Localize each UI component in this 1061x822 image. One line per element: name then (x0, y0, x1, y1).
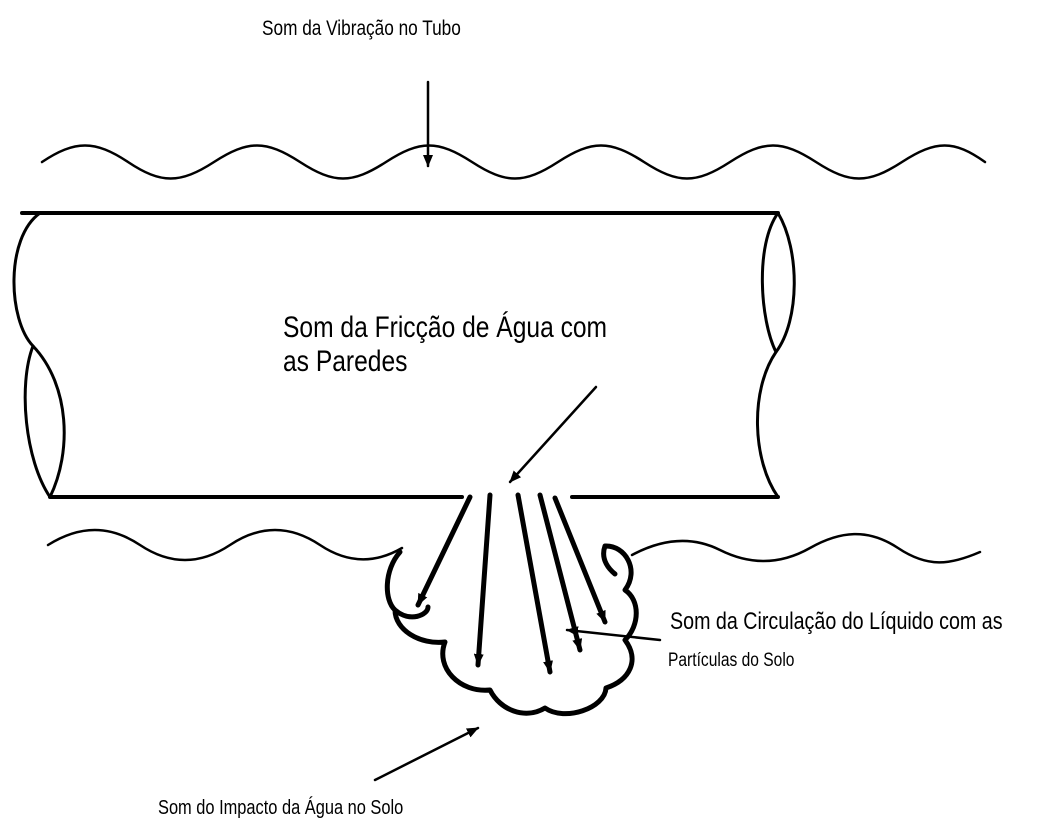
label-water-friction: Som da Fricção de Água com as Paredes (283, 311, 607, 379)
top-vibration-wave (40, 144, 987, 180)
leak-jet-arrow-1 (415, 494, 473, 608)
bottom-vibration-wave-right (630, 532, 982, 564)
arrow-water-friction (508, 385, 598, 484)
label-liquid-circulation-line2: Partículas do Solo (668, 650, 795, 671)
pipe-left-opening (23, 344, 52, 499)
arrow-water-impact (373, 726, 480, 782)
pipe-left-end-curve (12, 211, 66, 499)
label-pipe-vibration: Som da Vibração no Tubo (262, 17, 461, 40)
label-water-friction-line1: Som da Fricção de Água com (283, 311, 608, 344)
label-liquid-circulation-line1: Som da Circulação do Líquido com as (670, 608, 1003, 635)
soil-cavity-outline (384, 543, 639, 717)
leak-jet-arrow-2 (473, 492, 493, 668)
bottom-vibration-wave-left (46, 528, 404, 562)
label-water-friction-line2: as Paredes (283, 345, 408, 378)
leak-jet-arrow-3 (515, 492, 553, 675)
arrow-liquid-circulation (565, 626, 662, 642)
label-water-impact: Som do Impacto da Água no Solo (158, 797, 404, 819)
leak-jet-arrow-4 (537, 492, 583, 653)
pipe-right-opening (760, 211, 780, 354)
leak-jet-arrow-5 (552, 495, 608, 625)
